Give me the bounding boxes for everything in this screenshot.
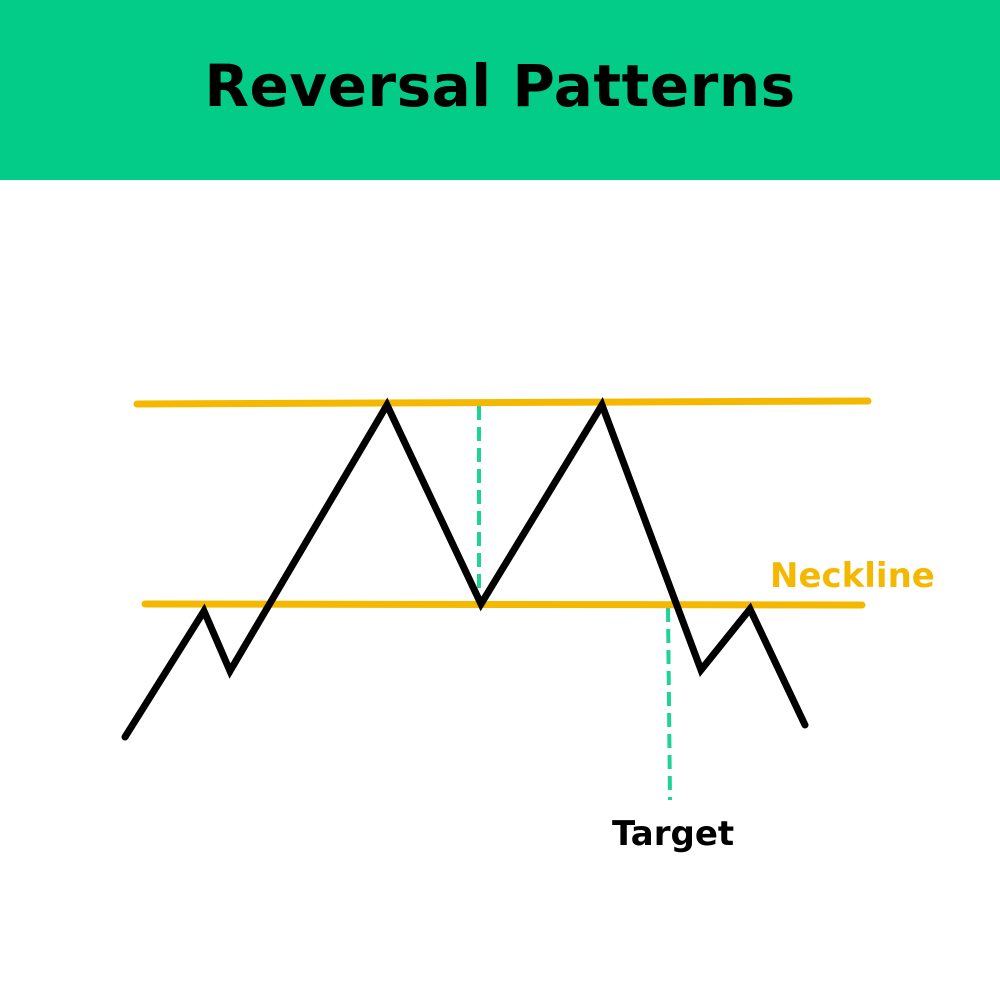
page-title: Reversal Patterns: [204, 52, 796, 120]
target-label: Target: [612, 814, 734, 854]
neckline-line: [141, 600, 866, 609]
price-action-line: [121, 397, 809, 741]
resistance-line: [133, 397, 872, 408]
neckline-label: Neckline: [770, 556, 935, 596]
header-banner: Reversal Patterns: [0, 0, 1000, 180]
target-measure-line: [666, 607, 672, 801]
